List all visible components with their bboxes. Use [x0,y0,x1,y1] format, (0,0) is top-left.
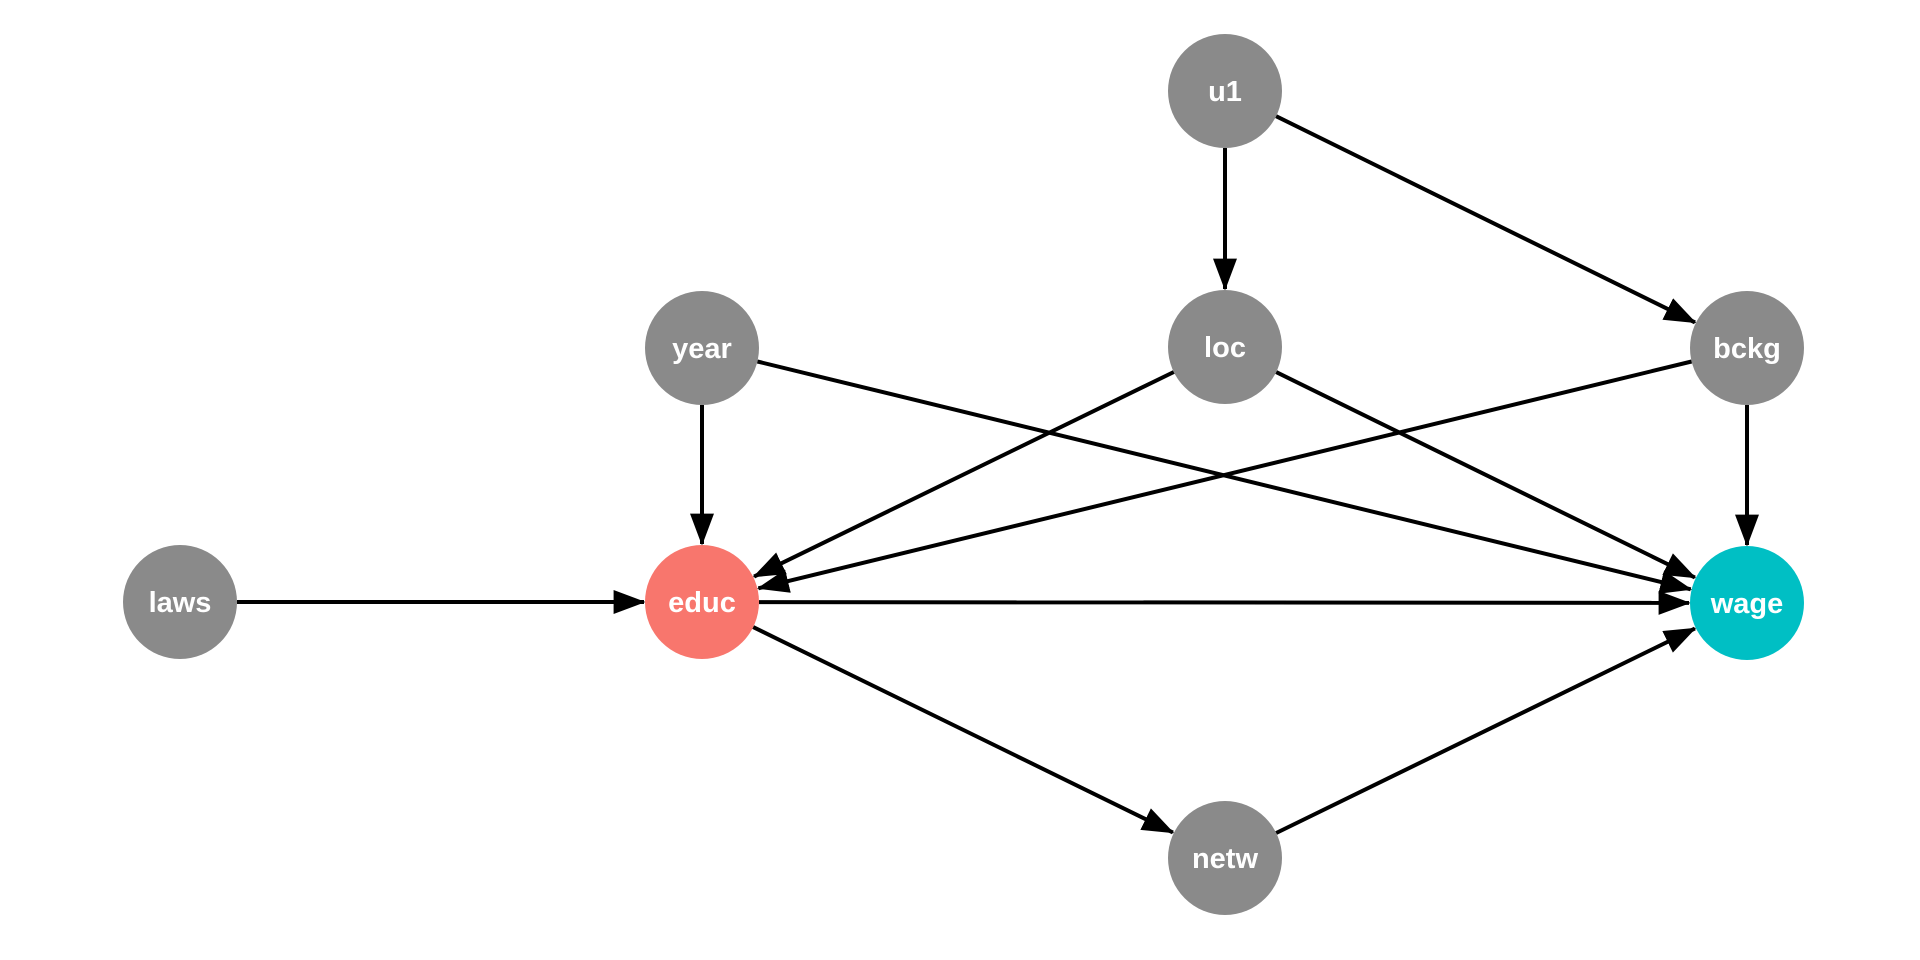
node-bckg[interactable]: bckg [1690,291,1804,405]
edge-educ-netw [752,625,1175,835]
edge-loc-wage [1275,370,1697,580]
node-year[interactable]: year [645,291,759,405]
node-netw[interactable]: netw [1168,801,1282,915]
edge-bckg-educ [756,359,1693,593]
node-u1[interactable]: u1 [1168,34,1282,148]
edge-netw-wage [1275,626,1697,835]
node-circle-netw[interactable] [1168,801,1282,915]
node-wage[interactable]: wage [1690,546,1804,660]
edge-loc-educ [752,370,1175,579]
node-educ[interactable]: educ [645,545,759,659]
edge-u1-bckg [1275,114,1697,325]
node-circle-u1[interactable] [1168,34,1282,148]
edge-educ-wage [758,590,1691,615]
node-circle-wage[interactable] [1690,546,1804,660]
edge-layer [237,114,1759,835]
node-circle-educ[interactable] [645,545,759,659]
node-loc[interactable]: loc [1168,290,1282,404]
node-circle-laws[interactable] [123,545,237,659]
node-circle-loc[interactable] [1168,290,1282,404]
node-circle-bckg[interactable] [1690,291,1804,405]
node-circle-year[interactable] [645,291,759,405]
node-laws[interactable]: laws [123,545,237,659]
